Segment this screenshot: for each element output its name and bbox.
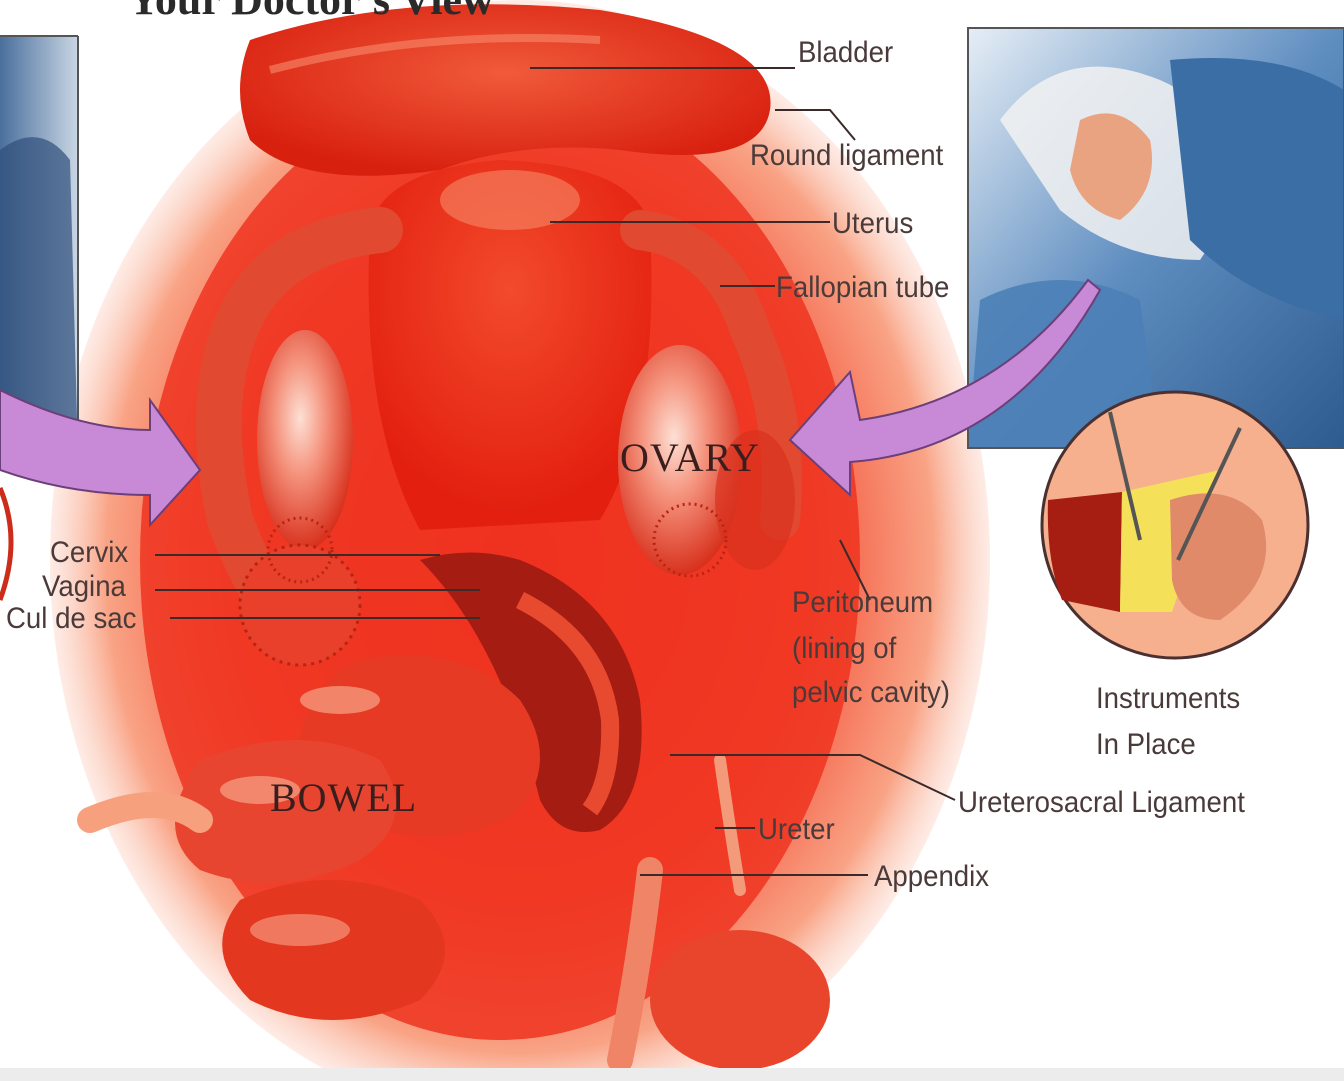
instruments-inset — [1042, 392, 1308, 658]
label-peritoneum-line3: pelvic cavity) — [792, 678, 950, 708]
label-instruments-line1: Instruments — [1096, 684, 1240, 714]
left-ovary — [257, 330, 353, 550]
label-cul-de-sac: Cul de sac — [6, 604, 136, 634]
label-round-ligament: Round ligament — [750, 141, 943, 171]
label-vagina: Vagina — [42, 572, 126, 602]
label-fallopian-tube: Fallopian tube — [776, 273, 949, 303]
label-peritoneum-line1: Peritoneum — [792, 588, 933, 618]
label-cervix: Cervix — [50, 538, 128, 568]
label-bladder: Bladder — [798, 38, 893, 68]
left-photo-panel — [0, 36, 78, 456]
bottom-strip — [0, 1068, 1344, 1081]
label-ovary: OVARY — [620, 438, 760, 478]
label-peritoneum-line2: (lining of — [792, 634, 896, 664]
label-appendix: Appendix — [874, 862, 989, 892]
left-inset-circle-edge — [0, 488, 11, 600]
label-bowel: BOWEL — [270, 778, 417, 818]
label-ureterosacral-ligament: Ureterosacral Ligament — [958, 788, 1245, 818]
label-uterus: Uterus — [832, 209, 913, 239]
label-ureter: Ureter — [758, 815, 835, 845]
left-fimbriae — [240, 545, 360, 665]
bladder-shape — [240, 4, 771, 175]
title-fragment: Your Doctor's View — [128, 0, 494, 22]
label-instruments-line2: In Place — [1096, 730, 1196, 760]
